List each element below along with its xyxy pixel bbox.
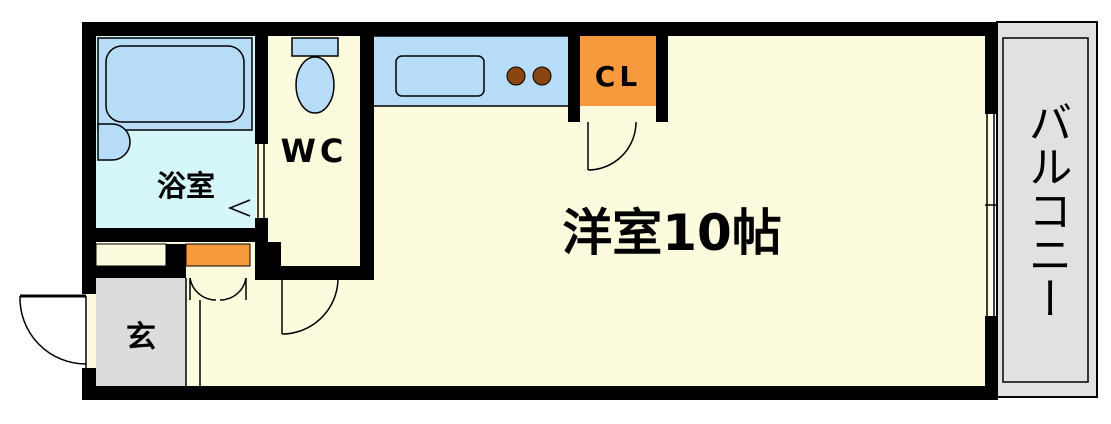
- bathtub: [97, 37, 253, 131]
- entrance-label: 玄: [126, 320, 156, 355]
- storage-shelf: [95, 243, 167, 267]
- bath-basin: [97, 123, 131, 161]
- western-room-label: 洋室10帖: [562, 204, 782, 262]
- closet: [580, 36, 656, 106]
- bathroom-label: 浴室: [157, 169, 215, 203]
- walls: [82, 22, 998, 400]
- doors: [19, 114, 998, 368]
- closet-label: CL: [595, 60, 641, 93]
- kitchen-counter: [371, 35, 571, 107]
- toilet-fixture: [291, 37, 339, 114]
- shoe-cabinet: [185, 243, 251, 267]
- balcony: [996, 21, 1098, 398]
- toilet-label: WC: [281, 132, 348, 170]
- balcony-label: バルコニー: [1021, 100, 1072, 320]
- entrance-floor: [96, 278, 186, 388]
